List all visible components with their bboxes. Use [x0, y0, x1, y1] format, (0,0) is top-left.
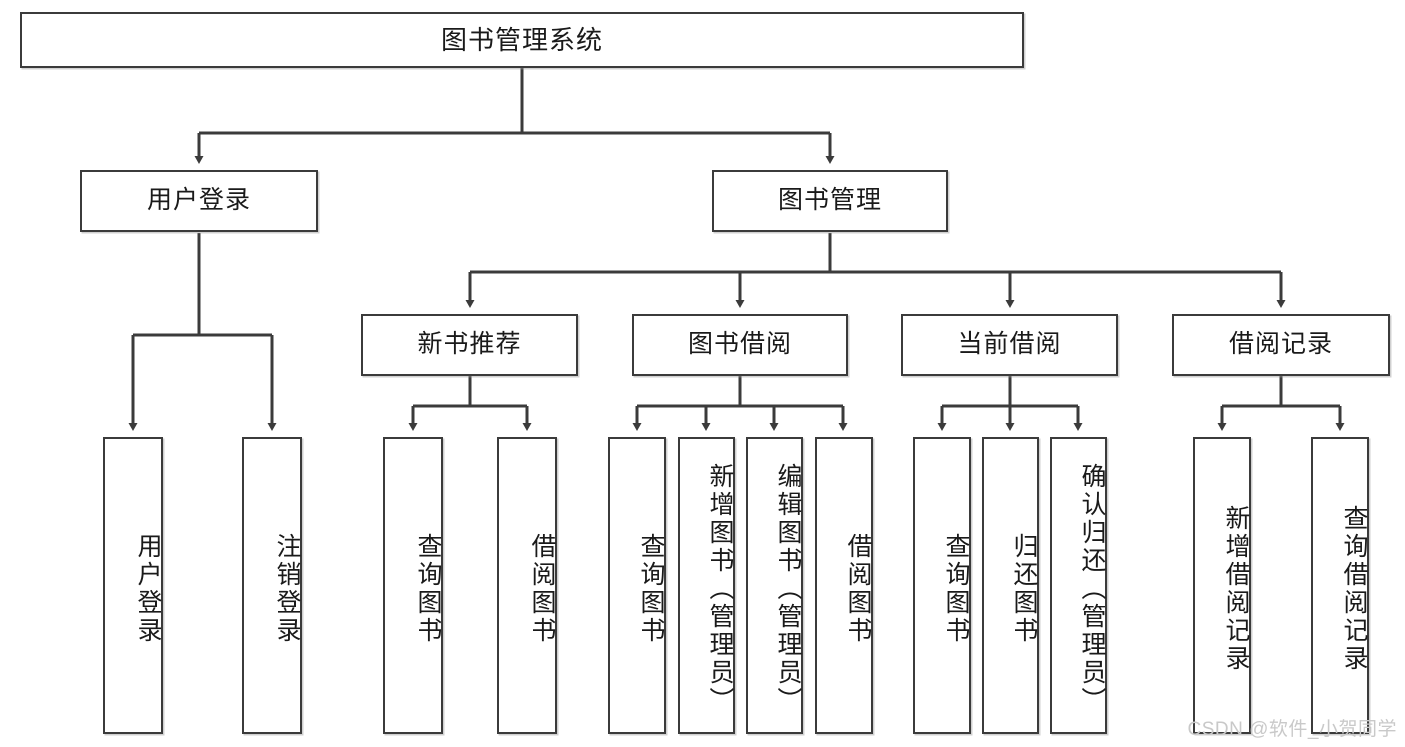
node-label: 借阅记录: [1228, 330, 1333, 359]
node-label: 查询图书: [637, 532, 665, 645]
leaf-query-borrow-record[interactable]: 查询借阅记录: [1311, 437, 1369, 734]
node-label: 新书推荐: [417, 330, 522, 359]
leaf-confirm-return-admin[interactable]: 确认归还（管理员）: [1050, 437, 1107, 734]
node-label: 借阅图书: [528, 532, 556, 645]
node-label: 用户登录: [146, 186, 251, 215]
node-label: 图书借阅: [687, 330, 792, 359]
leaf-query-book-borrow[interactable]: 查询图书: [608, 437, 666, 734]
node-label: 新增图书（管理员）: [706, 462, 734, 715]
leaf-logout[interactable]: 注销登录: [242, 437, 302, 734]
node-label: 图书管理: [777, 186, 882, 215]
node-label: 查询图书: [942, 532, 970, 645]
node-current-borrow[interactable]: 当前借阅: [901, 314, 1118, 376]
node-label: 查询借阅记录: [1340, 504, 1368, 673]
node-book-management[interactable]: 图书管理: [712, 170, 948, 232]
node-label: 当前借阅: [957, 330, 1062, 359]
leaf-borrow-book[interactable]: 借阅图书: [815, 437, 873, 734]
node-label: 用户登录: [134, 532, 162, 645]
node-label: 新增借阅记录: [1222, 504, 1250, 673]
node-label: 编辑图书（管理员）: [774, 462, 802, 715]
watermark: CSDN @软件_小贺同学: [1187, 719, 1397, 740]
node-user-login[interactable]: 用户登录: [80, 170, 318, 232]
leaf-edit-book-admin[interactable]: 编辑图书（管理员）: [746, 437, 803, 734]
node-label: 归还图书: [1010, 532, 1038, 645]
leaf-add-borrow-record[interactable]: 新增借阅记录: [1193, 437, 1251, 734]
node-label: 确认归还（管理员）: [1078, 462, 1106, 715]
node-root-system[interactable]: 图书管理系统: [20, 12, 1024, 68]
leaf-user-login[interactable]: 用户登录: [103, 437, 163, 734]
leaf-query-book-recommend[interactable]: 查询图书: [383, 437, 443, 734]
leaf-borrow-book-recommend[interactable]: 借阅图书: [497, 437, 557, 734]
node-new-book-recommend[interactable]: 新书推荐: [361, 314, 578, 376]
node-borrow-record[interactable]: 借阅记录: [1172, 314, 1390, 376]
node-label: 注销登录: [273, 532, 301, 645]
node-label: 借阅图书: [844, 532, 872, 645]
node-book-borrow[interactable]: 图书借阅: [632, 314, 848, 376]
node-label: 图书管理系统: [440, 24, 603, 55]
leaf-add-book-admin[interactable]: 新增图书（管理员）: [678, 437, 735, 734]
node-label: 查询图书: [414, 532, 442, 645]
leaf-return-book[interactable]: 归还图书: [982, 437, 1039, 734]
leaf-query-book-current[interactable]: 查询图书: [913, 437, 971, 734]
